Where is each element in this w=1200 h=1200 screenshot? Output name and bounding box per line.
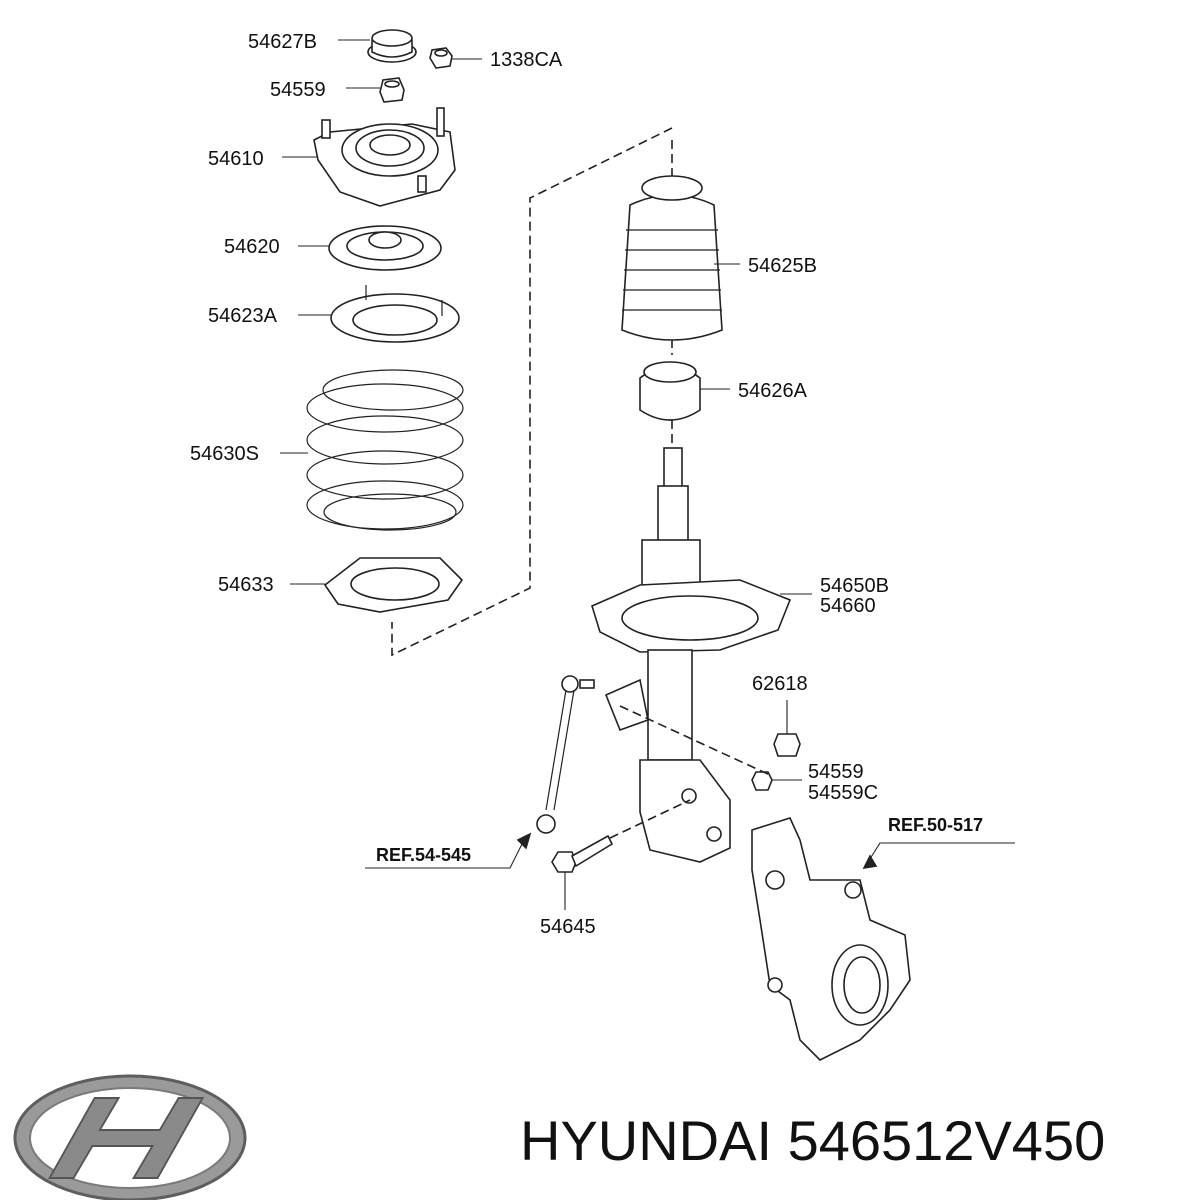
bolt-axis — [609, 799, 691, 839]
part-54630S-coil-spring — [306, 369, 464, 531]
part-steering-knuckle — [751, 817, 911, 1061]
label-54610: 54610 — [208, 148, 264, 170]
label-54559-lower: 54559 — [808, 761, 864, 783]
label-54620: 54620 — [224, 236, 280, 258]
label-54650B: 54650B — [820, 575, 889, 597]
part-54623A-spring-seat — [330, 285, 460, 343]
part-54645-bolt — [551, 834, 614, 873]
label-54559-top: 54559 — [270, 79, 326, 101]
ref-50-517: REF.50-517 — [888, 815, 983, 835]
part-54559C-nut — [751, 771, 773, 791]
product-title: HYUNDAI 546512V450 — [520, 1109, 1106, 1172]
part-1338CA-nut — [429, 47, 453, 69]
label-54559C: 54559C — [808, 782, 878, 804]
part-54620-bearing — [328, 225, 442, 271]
label-54623A: 54623A — [208, 305, 278, 327]
hyundai-logo — [13, 1074, 247, 1200]
label-54633: 54633 — [218, 574, 274, 596]
label-62618: 62618 — [752, 673, 808, 695]
part-54626A-bump-stop — [639, 361, 701, 421]
label-1338CA: 1338CA — [490, 49, 563, 71]
part-54627B-cap — [367, 29, 417, 63]
exploded-view-boundary — [391, 127, 673, 657]
part-54650B-strut — [591, 447, 792, 863]
label-54625B: 54625B — [748, 255, 817, 277]
label-54626A: 54626A — [738, 380, 808, 402]
part-62618-nut — [773, 733, 801, 757]
part-54610-strut-mount — [313, 107, 456, 207]
part-stabilizer-link — [536, 675, 595, 834]
label-54630S: 54630S — [190, 443, 259, 465]
part-54633-lower-pad — [323, 557, 464, 613]
label-54627B: 54627B — [248, 31, 317, 53]
part-54625B-dust-boot — [621, 175, 723, 341]
label-54660: 54660 — [820, 595, 876, 617]
part-54559-nut-top — [379, 77, 405, 103]
label-54645: 54645 — [540, 916, 596, 938]
ref-54-545: REF.54-545 — [376, 845, 471, 865]
